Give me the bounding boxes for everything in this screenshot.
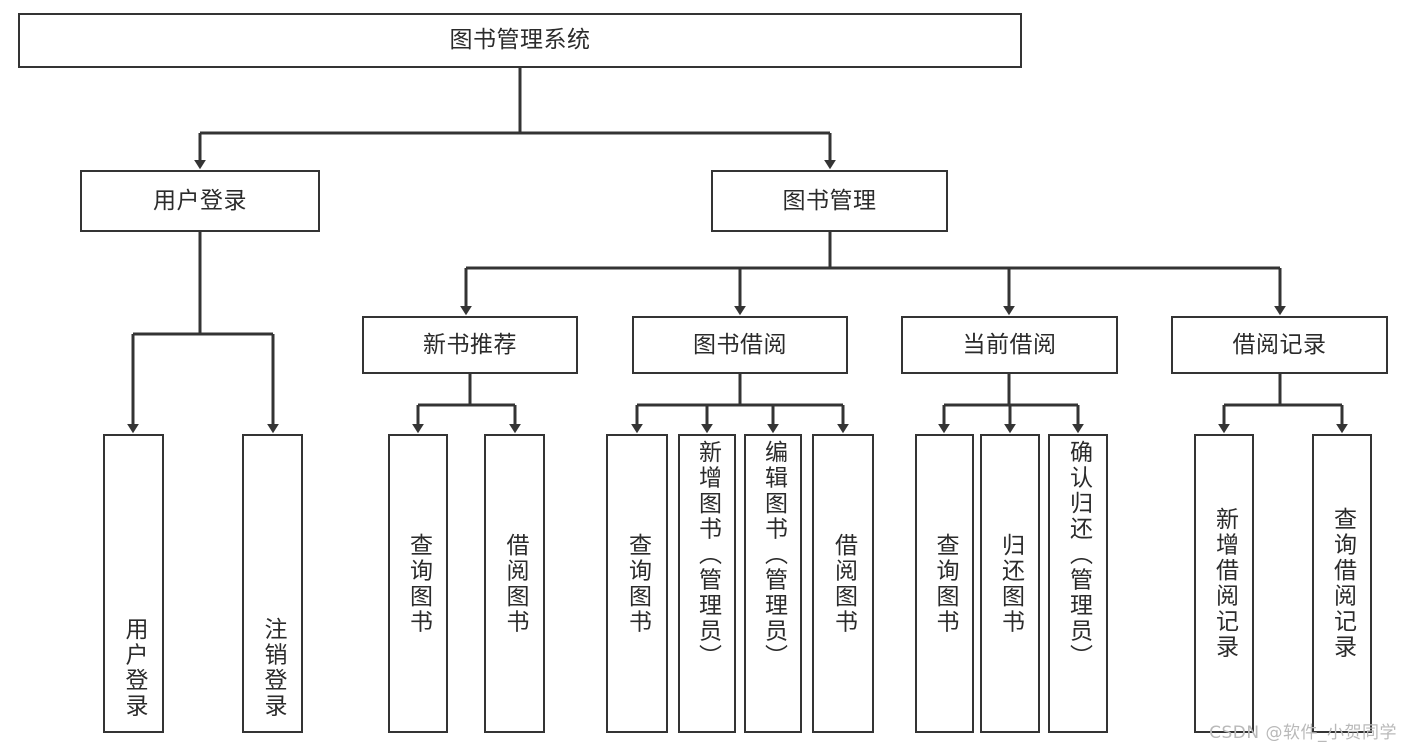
csdn-watermark: CSDN @软件_小贺同学 (1209, 723, 1397, 743)
node-label: 新书推荐 (423, 331, 517, 358)
node-leaf-edit-book-admin[interactable]: 编辑图书（管理员） (744, 434, 802, 733)
node-label: 编辑图书（管理员） (760, 440, 787, 670)
node-label: 借阅记录 (1232, 331, 1327, 358)
node-leaf-borrow-book-2[interactable]: 借阅图书 (812, 434, 874, 733)
node-leaf-add-borrow-record[interactable]: 新增借阅记录 (1194, 434, 1254, 733)
node-leaf-confirm-return-admin[interactable]: 确认归还（管理员） (1048, 434, 1108, 733)
node-label: 新增图书（管理员） (694, 440, 721, 670)
node-label: 当前借阅 (962, 331, 1057, 358)
node-label: 借阅图书 (830, 532, 857, 635)
node-label: 查询图书 (405, 532, 432, 635)
node-label: 归还图书 (997, 532, 1024, 635)
node-label: 查询图书 (932, 532, 958, 635)
node-label: 用户登录 (121, 617, 147, 719)
node-book-manage[interactable]: 图书管理 (711, 170, 948, 232)
node-label: 新增借阅记录 (1211, 507, 1238, 660)
node-label: 借阅图书 (502, 532, 528, 635)
node-root-book-management-system[interactable]: 图书管理系统 (18, 13, 1022, 68)
node-leaf-query-book-1[interactable]: 查询图书 (388, 434, 448, 733)
node-label: 注销登录 (260, 617, 286, 719)
node-label: 确认归还（管理员） (1065, 440, 1092, 670)
node-label: 查询借阅记录 (1329, 507, 1356, 660)
node-current-borrow[interactable]: 当前借阅 (901, 316, 1118, 374)
node-leaf-borrow-book-1[interactable]: 借阅图书 (484, 434, 545, 733)
node-leaf-query-book-3[interactable]: 查询图书 (915, 434, 974, 733)
node-label: 图书管理系统 (449, 27, 591, 54)
node-user-login[interactable]: 用户登录 (80, 170, 320, 232)
node-leaf-return-book[interactable]: 归还图书 (980, 434, 1040, 733)
node-label: 查询图书 (624, 532, 651, 635)
node-new-book-recommend[interactable]: 新书推荐 (362, 316, 578, 374)
node-borrow-record[interactable]: 借阅记录 (1171, 316, 1388, 374)
node-leaf-user-logout[interactable]: 注销登录 (242, 434, 303, 733)
node-label: 用户登录 (153, 187, 247, 214)
node-leaf-add-book-admin[interactable]: 新增图书（管理员） (678, 434, 736, 733)
node-leaf-query-borrow-record[interactable]: 查询借阅记录 (1312, 434, 1372, 733)
node-leaf-query-book-2[interactable]: 查询图书 (606, 434, 668, 733)
node-label: 图书借阅 (693, 331, 787, 358)
node-leaf-user-login[interactable]: 用户登录 (103, 434, 164, 733)
node-label: 图书管理 (782, 187, 877, 214)
node-book-borrow[interactable]: 图书借阅 (632, 316, 848, 374)
